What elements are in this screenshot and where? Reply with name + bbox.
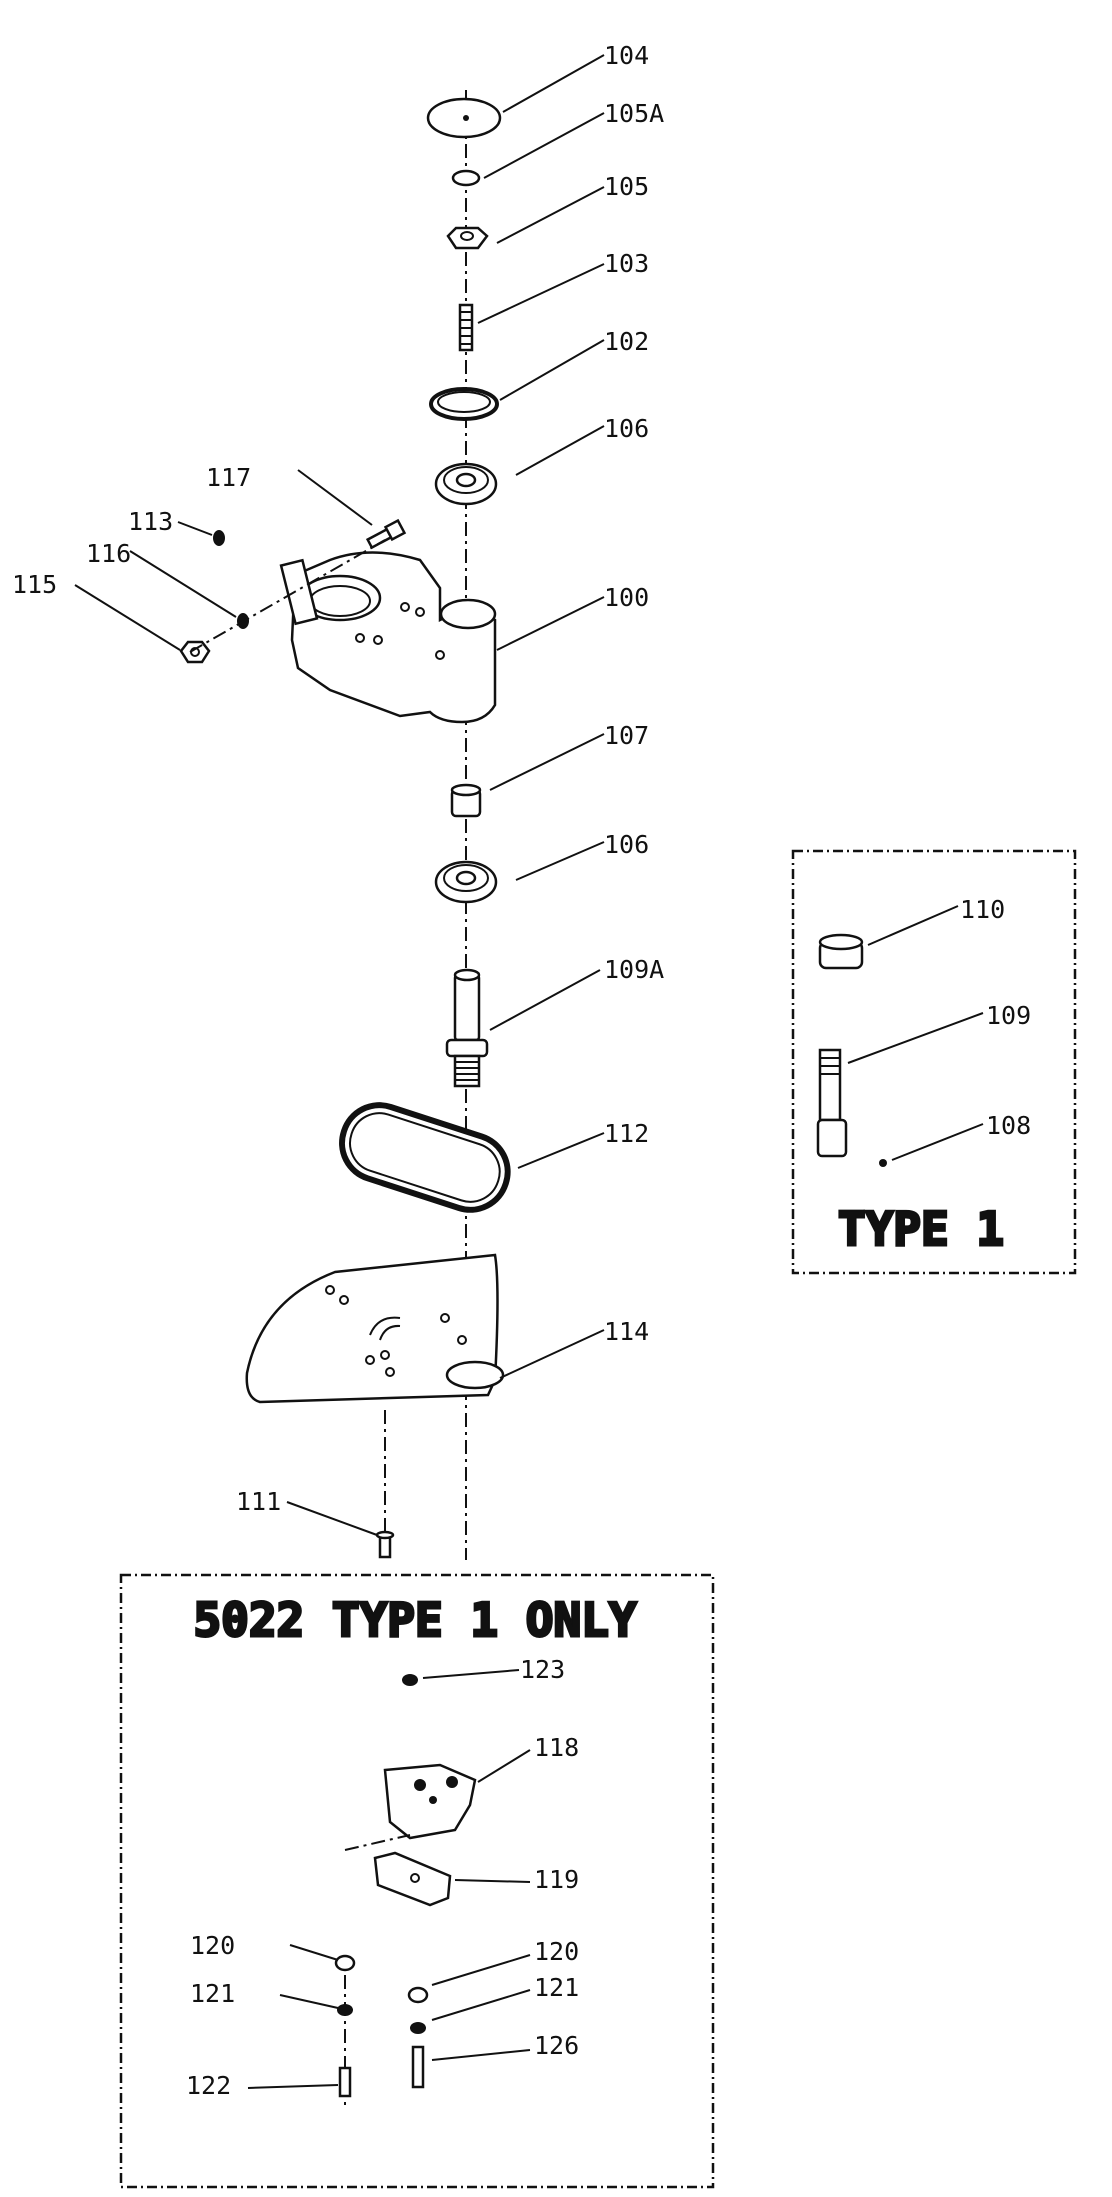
part-120-washer-left	[334, 1954, 356, 1972]
part-104-cap	[426, 97, 502, 139]
bolt-axis	[189, 539, 386, 653]
part-120-washer-right	[407, 1986, 429, 2004]
label-120-right: 120	[534, 1937, 579, 1966]
label-117: 117	[206, 463, 251, 492]
part-117-bolt	[365, 518, 407, 550]
label-109A: 109A	[604, 955, 664, 984]
type1-box: TYPE 1	[791, 849, 1077, 1275]
label-116: 116	[86, 539, 131, 568]
label-120-left: 120	[190, 1931, 235, 1960]
type1-only-box: 5022 TYPE 1 ONLY	[119, 1573, 715, 2189]
label-111: 111	[236, 1487, 281, 1516]
label-114: 114	[604, 1317, 649, 1346]
part-121-washer-left	[337, 2004, 353, 2016]
label-123: 123	[520, 1655, 565, 1684]
label-122: 122	[186, 2071, 231, 2100]
label-103: 103	[604, 249, 649, 278]
leader-lines	[74, 54, 984, 2089]
part-109A-shaft	[445, 968, 489, 1088]
label-105: 105	[604, 172, 649, 201]
label-106-upper: 106	[604, 414, 649, 443]
label-115: 115	[12, 570, 57, 599]
bracket-sub-axis	[344, 1834, 411, 1851]
part-labels: 104 105A 105 103 102 106 117 113 116 115…	[12, 41, 1031, 2100]
part-121-washer-right	[410, 2022, 426, 2034]
part-110-bushing	[818, 933, 864, 970]
part-118-bracket	[383, 1763, 477, 1840]
label-126: 126	[534, 2031, 579, 2060]
part-119-lever	[373, 1851, 452, 1907]
part-111-screw	[375, 1530, 395, 1559]
part-102-ring	[429, 387, 499, 421]
part-105-nut	[446, 226, 489, 250]
part-103-stud	[458, 303, 474, 352]
label-107: 107	[604, 721, 649, 750]
part-100-arm-bracket	[279, 551, 497, 724]
part-123-nut	[402, 1674, 418, 1686]
part-108-ball	[879, 1159, 887, 1167]
label-104: 104	[604, 41, 649, 70]
part-109-shaft	[816, 1048, 848, 1158]
label-100: 100	[604, 583, 649, 612]
label-105A: 105A	[604, 99, 664, 128]
label-112: 112	[604, 1119, 649, 1148]
part-106-bearing-lower	[434, 860, 498, 904]
label-121-left: 121	[190, 1979, 235, 2008]
part-107-spacer	[450, 783, 482, 818]
label-109: 109	[986, 1001, 1031, 1030]
part-115-nut	[179, 640, 211, 664]
part-126-screw	[411, 2045, 425, 2089]
label-108: 108	[986, 1111, 1031, 1140]
label-110: 110	[960, 895, 1005, 924]
part-113-washer	[213, 530, 225, 546]
type1-box-title: TYPE 1	[838, 1202, 1004, 1256]
part-105A-washer	[451, 169, 481, 187]
label-121-right: 121	[534, 1973, 579, 2002]
label-102: 102	[604, 327, 649, 356]
part-114-plate	[245, 1253, 505, 1404]
part-122-screw	[338, 2066, 352, 2098]
label-106-lower: 106	[604, 830, 649, 859]
label-118: 118	[534, 1733, 579, 1762]
part-112-belt	[339, 1102, 511, 1213]
type1-only-box-title: 5022 TYPE 1 ONLY	[193, 1593, 636, 1647]
part-106-bearing-upper	[434, 462, 498, 506]
label-119: 119	[534, 1865, 579, 1894]
label-113: 113	[128, 507, 173, 536]
